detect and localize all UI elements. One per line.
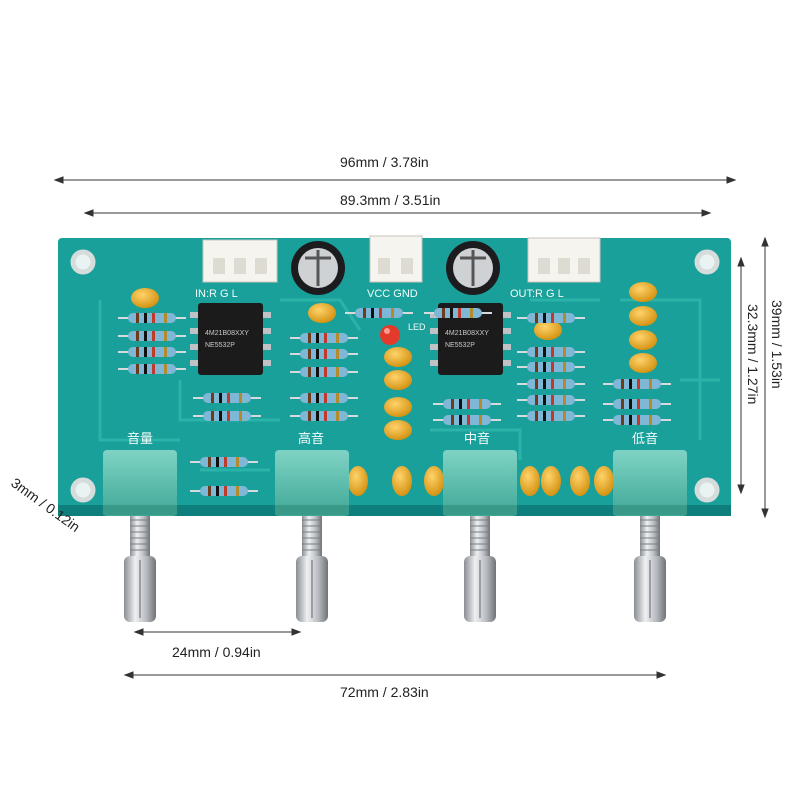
dim-knob-pitch: 24mm / 0.94in <box>172 644 261 660</box>
pot-label-mid: 中音 <box>464 431 490 446</box>
dim-knob-span: 72mm / 2.83in <box>340 684 429 700</box>
ic-label-right-1: 4M21B08XXY <box>445 330 489 337</box>
resistor <box>290 333 358 343</box>
resistor <box>433 399 501 409</box>
resistor <box>190 486 258 496</box>
label-led: LED <box>408 322 426 332</box>
board-labels: IN:R G L VCC GND OUT:R G L LED 4M21B08XX… <box>127 288 658 446</box>
resistor <box>290 393 358 403</box>
resistor <box>118 313 186 323</box>
resistor <box>290 349 358 359</box>
potentiometer <box>103 450 177 622</box>
ic-label-left-2: NE5532P <box>205 342 235 349</box>
label-output: OUT:R G L <box>510 288 564 300</box>
resistor <box>193 411 261 421</box>
pot-label-treble: 高音 <box>298 431 324 446</box>
mounting-hole <box>70 249 720 503</box>
op-amp-chips <box>190 303 511 375</box>
connectors <box>202 235 601 283</box>
resistor <box>118 347 186 357</box>
resistor <box>424 308 492 318</box>
resistors <box>118 308 671 496</box>
resistor <box>290 411 358 421</box>
pot-label-bass: 低音 <box>632 431 658 446</box>
resistor <box>433 415 501 425</box>
potentiometer <box>443 450 517 622</box>
dim-hole-height: 32.3mm / 1.27in <box>745 304 761 404</box>
resistor <box>290 367 358 377</box>
resistor <box>517 379 585 389</box>
led <box>380 325 400 345</box>
resistor <box>193 393 261 403</box>
label-power: VCC GND <box>367 288 418 300</box>
resistor <box>118 364 186 374</box>
label-input: IN:R G L <box>195 288 238 300</box>
output-connector <box>527 237 601 283</box>
potentiometers <box>103 450 687 622</box>
input-connector <box>202 239 278 283</box>
resistor <box>517 362 585 372</box>
ic-label-right-2: NE5532P <box>445 342 475 349</box>
resistor <box>190 457 258 467</box>
dim-hole-span: 89.3mm / 3.51in <box>340 192 440 208</box>
pot-label-volume: 音量 <box>127 431 153 446</box>
electrolytic-capacitors <box>291 241 500 295</box>
ceramic-capacitors <box>131 282 657 496</box>
ic-label-left-1: 4M21B08XXY <box>205 330 249 337</box>
resistor <box>345 308 413 318</box>
dim-total-width: 96mm / 3.78in <box>340 154 429 170</box>
potentiometer <box>613 450 687 622</box>
resistor <box>603 415 671 425</box>
resistor <box>517 347 585 357</box>
resistor <box>603 399 671 409</box>
resistor <box>517 313 585 323</box>
resistor <box>517 411 585 421</box>
resistor <box>118 331 186 341</box>
potentiometer <box>275 450 349 622</box>
resistor <box>517 395 585 405</box>
resistor <box>603 379 671 389</box>
power-connector <box>369 235 423 283</box>
dim-total-height: 39mm / 1.53in <box>769 300 785 389</box>
